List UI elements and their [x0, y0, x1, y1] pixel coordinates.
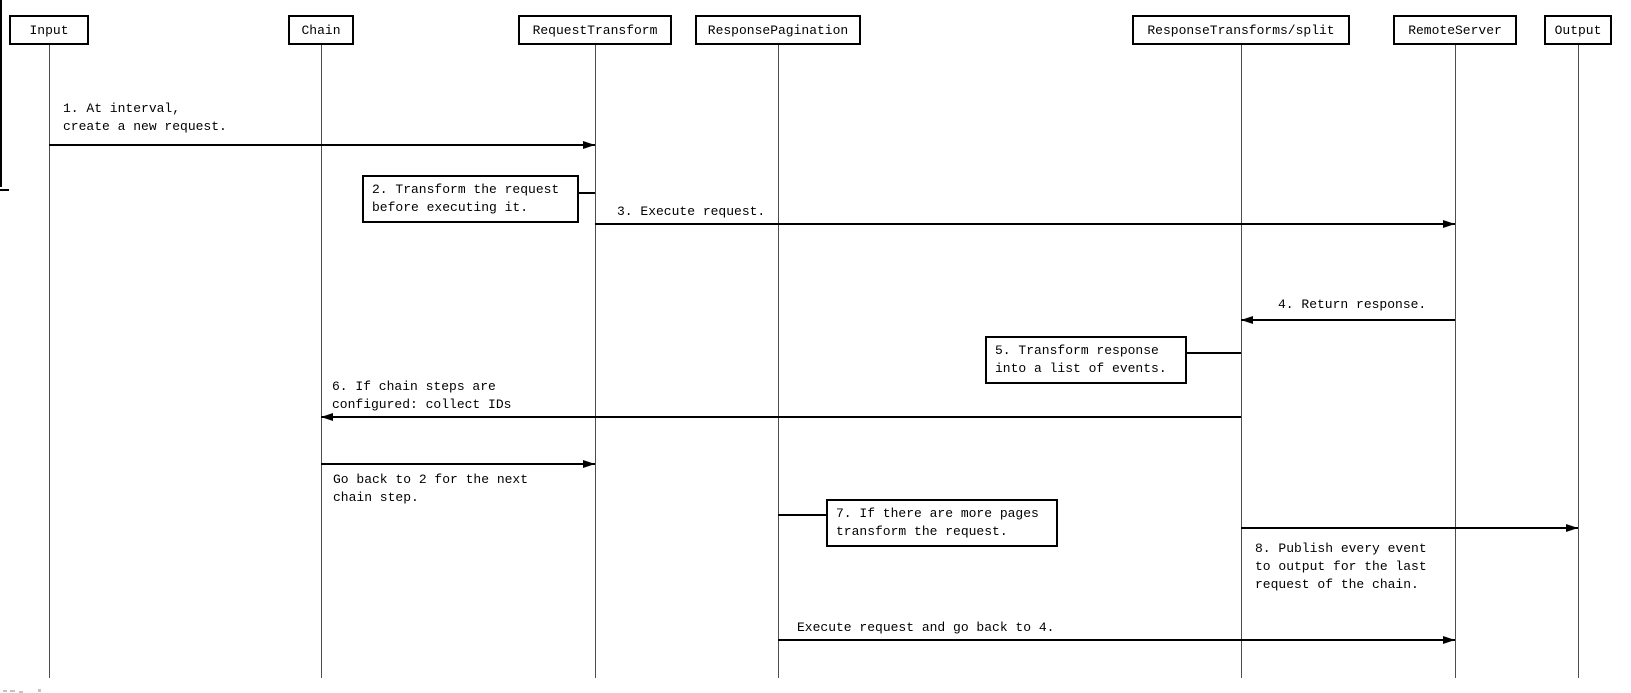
participant-box-response-pagination: ResponsePagination [695, 15, 861, 45]
note-box-msg-5-transform-response: 5. Transform response into a list of eve… [985, 336, 1187, 384]
arrowhead-msg-execute-go-back-to-4 [1443, 636, 1455, 644]
message-label-msg-3-execute-request: 3. Execute request. [617, 204, 766, 219]
note-connector-msg-7-more-pages [778, 514, 826, 516]
message-line-msg-6-collect-ids [321, 416, 1241, 418]
message-label-msg-execute-go-back-to-4: Execute request and go back to 4. [797, 620, 1055, 635]
arrowhead-msg-go-back-to-2 [583, 460, 595, 468]
participant-box-request-transform: RequestTransform [518, 15, 672, 45]
participant-box-input: Input [9, 15, 89, 45]
participant-box-chain: Chain [288, 15, 354, 45]
message-label-msg-go-back-to-2: Go back to 2 for the next chain step. [333, 472, 529, 505]
arrowhead-msg-4-return-response [1241, 316, 1253, 324]
message-line-msg-3-execute-request [595, 223, 1455, 225]
lifeline-remote-server [1455, 45, 1456, 678]
participant-box-output: Output [1544, 15, 1612, 45]
arrowhead-msg-6-collect-ids [321, 413, 333, 421]
participant-box-remote-server: RemoteServer [1393, 15, 1517, 45]
message-line-msg-go-back-to-2 [321, 463, 595, 465]
lifeline-output [1578, 45, 1579, 678]
bottom-edge-artifact-1 [3, 690, 7, 692]
message-line-msg-4-return-response [1241, 319, 1455, 321]
bottom-edge-artifact-4 [38, 689, 41, 692]
participant-box-response-transforms-split: ResponseTransforms/split [1132, 15, 1350, 45]
message-line-msg-execute-go-back-to-4 [778, 639, 1455, 641]
arrowhead-msg-1-create-request [583, 141, 595, 149]
note-box-msg-2-transform-request: 2. Transform the request before executin… [362, 175, 579, 223]
lifeline-input [49, 45, 50, 678]
note-box-msg-7-more-pages: 7. If there are more pages transform the… [826, 499, 1058, 547]
message-label-msg-1-create-request: 1. At interval, create a new request. [63, 101, 227, 134]
note-connector-msg-2-transform-request [579, 192, 595, 194]
bottom-edge-artifact-3 [19, 691, 23, 693]
arrowhead-msg-3-execute-request [1443, 220, 1455, 228]
message-line-msg-1-create-request [49, 144, 595, 146]
message-label-msg-6-collect-ids: 6. If chain steps are configured: collec… [332, 379, 512, 412]
message-label-msg-8-publish-events: 8. Publish every event to output for the… [1255, 541, 1427, 592]
left-frame-tick [0, 189, 9, 191]
lifeline-response-transforms-split [1241, 45, 1242, 678]
lifeline-request-transform [595, 45, 596, 678]
arrowhead-msg-8-publish-events [1566, 524, 1578, 532]
lifeline-chain [321, 45, 322, 678]
message-label-msg-4-return-response: 4. Return response. [1278, 297, 1427, 312]
lifeline-response-pagination [778, 45, 779, 678]
message-line-msg-8-publish-events [1241, 527, 1578, 529]
bottom-edge-artifact-2 [10, 690, 15, 692]
note-connector-msg-5-transform-response [1187, 352, 1241, 354]
left-frame-border [0, 0, 2, 187]
